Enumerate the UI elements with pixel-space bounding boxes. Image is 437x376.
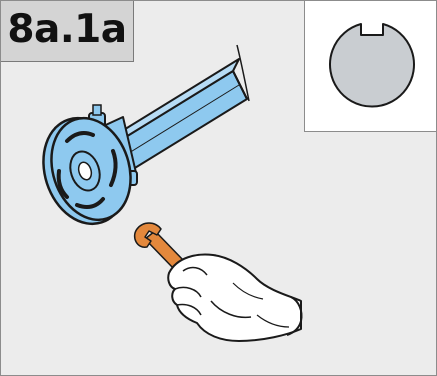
detail-inset [304,1,437,132]
gloved-hand-icon [168,255,301,341]
keyed-bore-detail-icon [305,1,437,131]
step-number-label: 8a.1a [1,1,134,62]
flange-disc [30,107,143,234]
